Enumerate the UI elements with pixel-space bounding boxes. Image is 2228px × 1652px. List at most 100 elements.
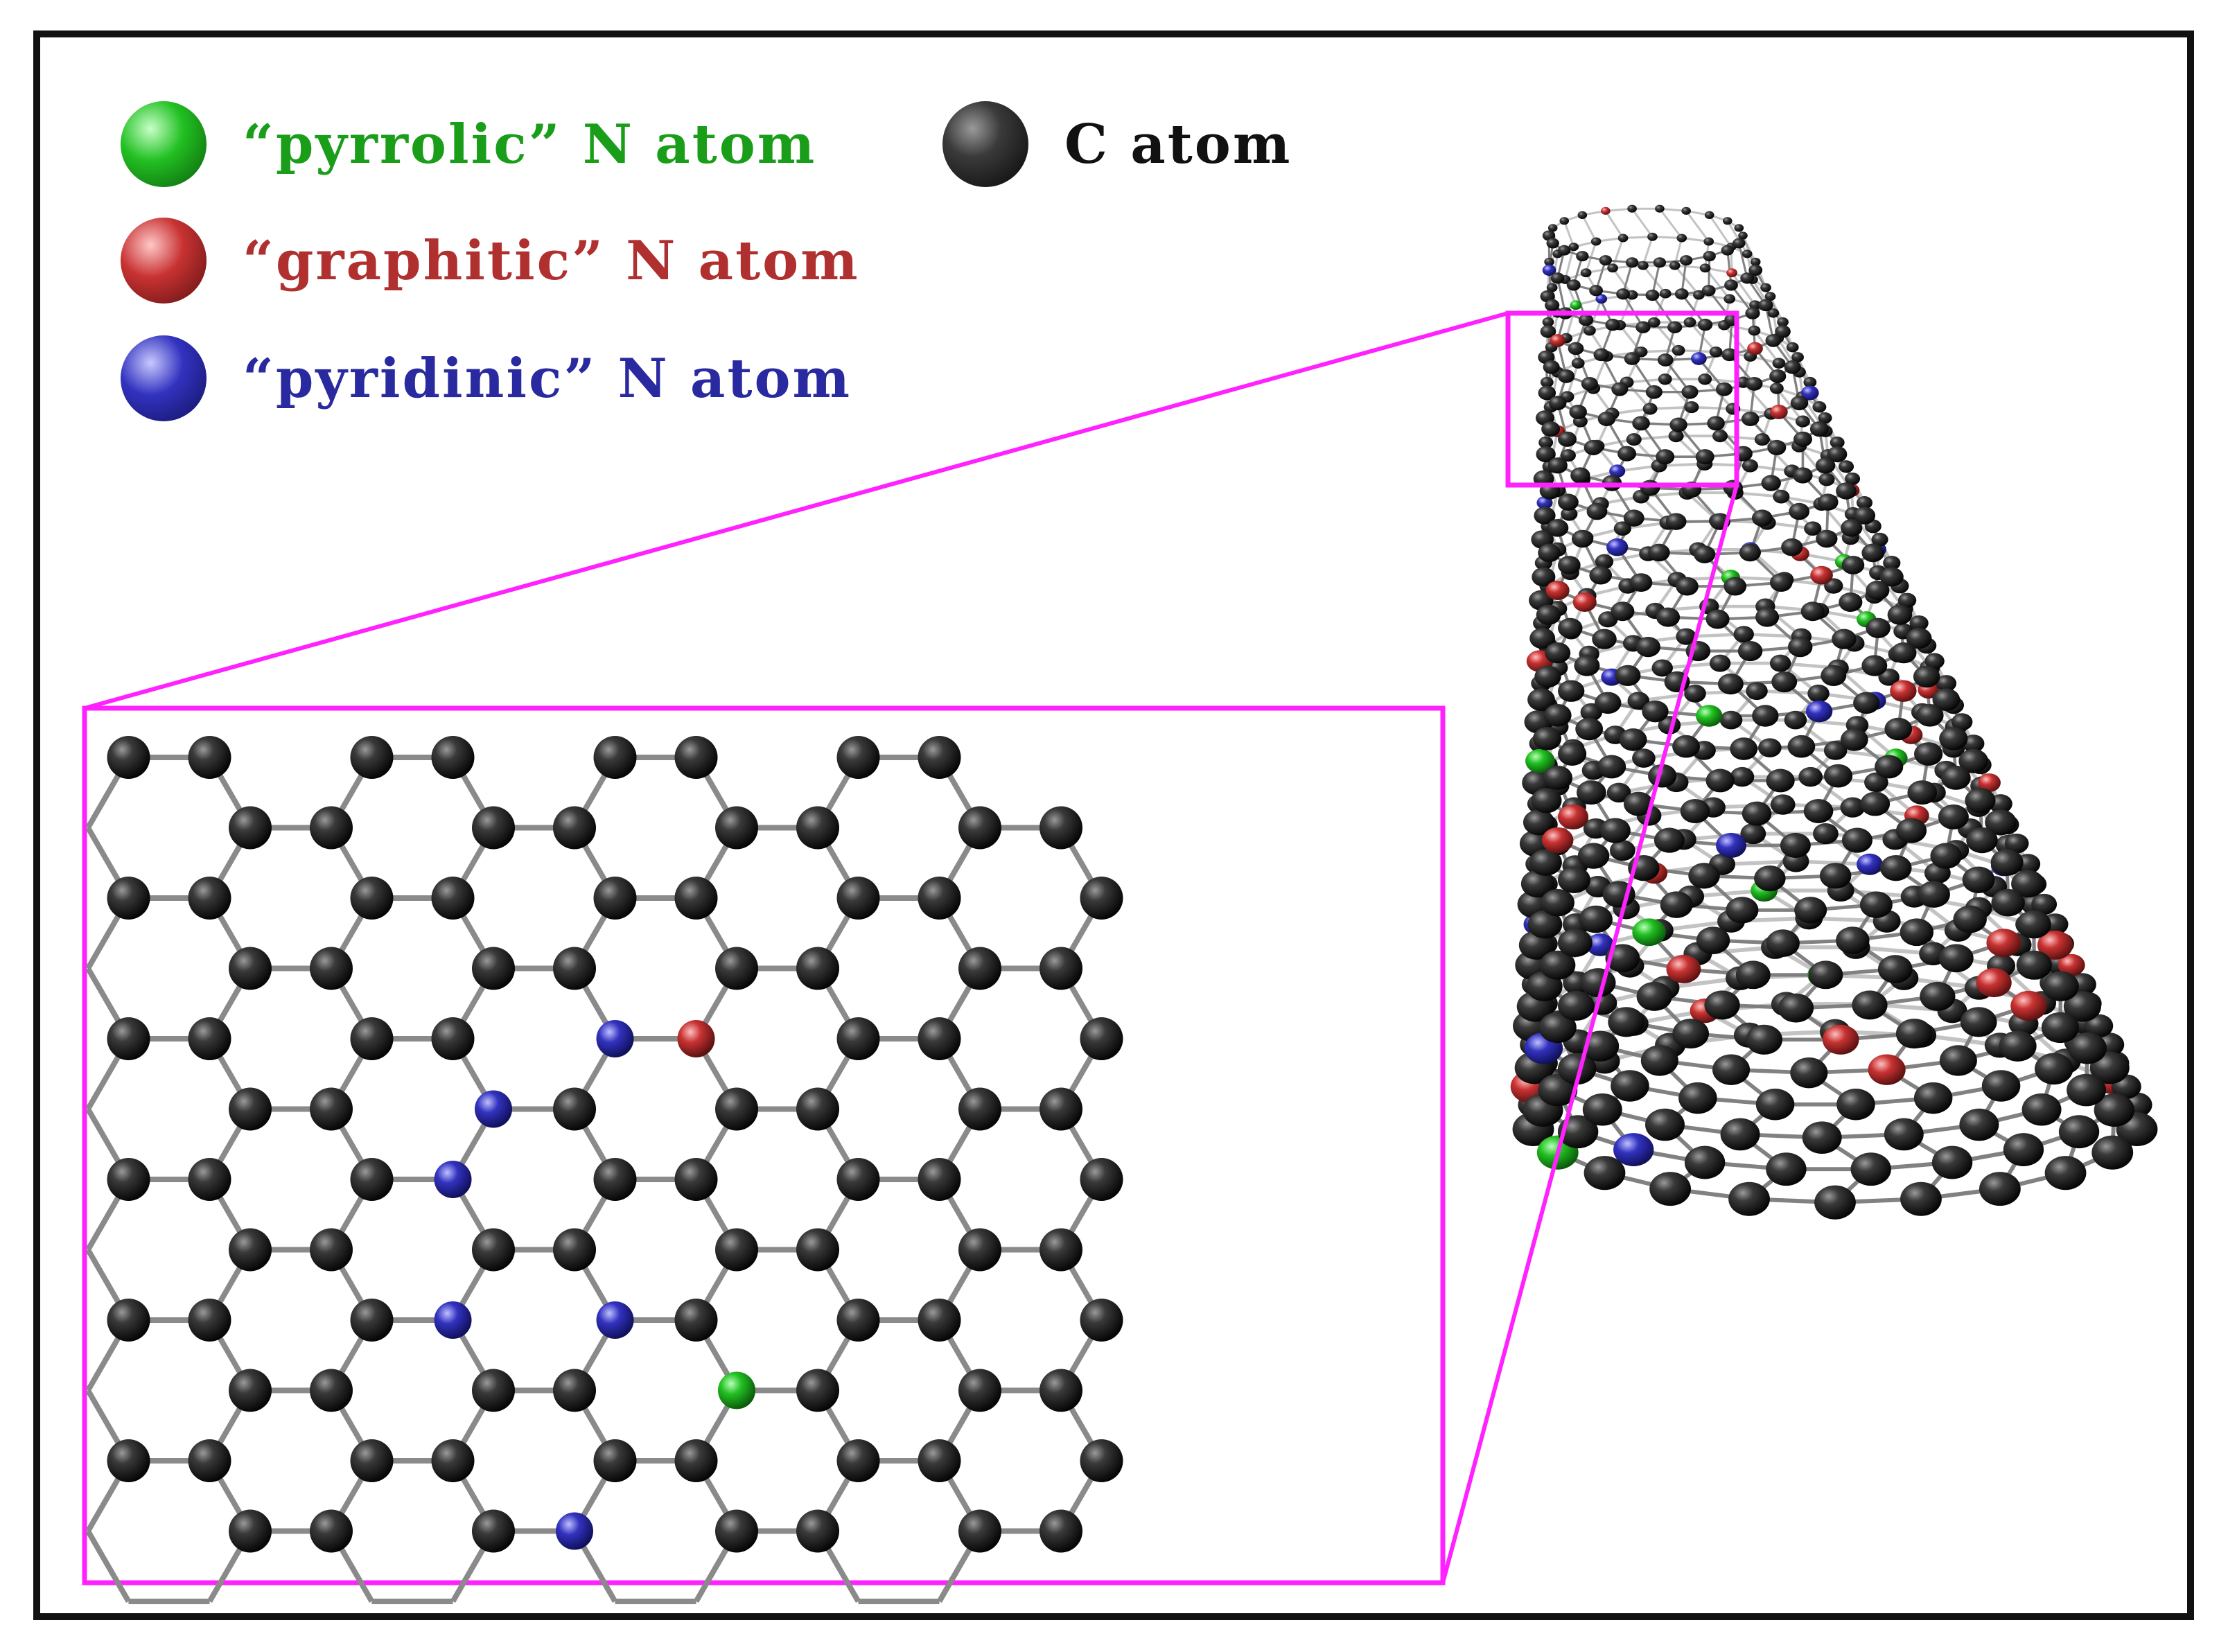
carbon-atom-icon bbox=[1559, 217, 1570, 225]
carbon-atom-icon bbox=[1712, 1054, 1751, 1085]
carbon-atom-icon bbox=[553, 1369, 596, 1412]
pyrrolic-n-atom-icon bbox=[1696, 705, 1723, 727]
carbon-atom-icon bbox=[310, 947, 353, 990]
carbon-atom-icon bbox=[1816, 529, 1838, 548]
carbon-atom-icon bbox=[1880, 854, 1912, 881]
carbon-atom-icon bbox=[1941, 765, 1971, 790]
carbon-atom-icon bbox=[1891, 642, 1917, 664]
zoom-connector-lines bbox=[84, 310, 1739, 1583]
carbon-atom-icon bbox=[1659, 288, 1672, 299]
carbon-atom-icon bbox=[1623, 509, 1644, 527]
carbon-atom-icon bbox=[1742, 459, 1758, 473]
carbon-atom-icon bbox=[1871, 532, 1888, 547]
carbon-atom-icon bbox=[1684, 1145, 1726, 1179]
carbon-atom-icon bbox=[2021, 1093, 2062, 1126]
graphene-lattice bbox=[82, 705, 1446, 1604]
carbon-atom-icon bbox=[1642, 403, 1658, 415]
carbon-atom-icon bbox=[593, 877, 637, 920]
carbon-atom-icon bbox=[1654, 827, 1685, 853]
carbon-atom-icon bbox=[958, 1369, 1001, 1412]
carbon-atom-icon bbox=[1815, 457, 1836, 474]
pyrrolic-n-atom-icon bbox=[718, 1371, 755, 1409]
bond bbox=[1604, 210, 1624, 239]
carbon-atom-icon bbox=[1547, 519, 1569, 537]
legend-label-pyrrolic: “pyrrolic” N atom bbox=[243, 112, 817, 176]
carbon-atom-icon bbox=[1951, 713, 1973, 731]
carbon-atom-icon bbox=[1960, 1007, 1997, 1037]
carbon-atom-icon bbox=[1930, 843, 1962, 869]
carbon-atom-icon bbox=[1543, 360, 1560, 374]
carbon-atom-icon bbox=[1704, 990, 1740, 1020]
carbon-atom-icon bbox=[836, 1017, 880, 1060]
carbon-atom-icon bbox=[1645, 289, 1660, 301]
carbon-atom-icon bbox=[1571, 529, 1594, 548]
carbon-atom-icon bbox=[1577, 211, 1588, 219]
carbon-atom-icon bbox=[1823, 741, 1848, 760]
carbon-atom-icon bbox=[188, 1017, 231, 1060]
carbon-atom-icon bbox=[674, 736, 718, 779]
bond bbox=[1631, 208, 1654, 238]
pyridinic-n-atom-icon bbox=[1606, 538, 1629, 556]
carbon-atom-icon bbox=[1694, 545, 1716, 563]
carbon-atom-icon bbox=[1645, 1108, 1685, 1141]
carbon-atom-icon bbox=[1780, 832, 1811, 859]
carbon-atom-icon bbox=[1544, 257, 1554, 266]
carbon-atom-icon bbox=[1647, 232, 1658, 241]
bond bbox=[1681, 260, 1687, 295]
carbon-atom-icon bbox=[1913, 1082, 1953, 1114]
graphitic-n-atom-icon bbox=[1550, 334, 1566, 347]
carbon-atom-icon bbox=[1794, 897, 1827, 924]
carbon-atom-icon bbox=[1999, 1030, 2037, 1062]
carbon-atom-icon bbox=[1623, 791, 1654, 816]
carbon-atom-icon bbox=[1040, 806, 1082, 850]
graphitic-n-atom-icon bbox=[1666, 955, 1701, 984]
carbon-atom-icon bbox=[472, 947, 515, 990]
pyridinic-n-atom-icon bbox=[1609, 464, 1626, 478]
carbon-atom-icon bbox=[2091, 1135, 2134, 1170]
carbon-atom-icon bbox=[1080, 1439, 1123, 1482]
carbon-atom-icon bbox=[1803, 799, 1834, 824]
graphitic-n-atom-icon bbox=[1747, 342, 1763, 355]
carbon-atom-icon bbox=[1651, 659, 1673, 677]
carbon-atom-icon bbox=[1616, 288, 1630, 300]
carbon-atom-icon bbox=[1861, 543, 1885, 563]
bond bbox=[1622, 293, 1644, 328]
carbon-atom-icon bbox=[1765, 334, 1782, 347]
carbon-atom-icon bbox=[1577, 843, 1610, 869]
carbon-atom-icon bbox=[1571, 358, 1585, 369]
graphitic-n-atom-icon bbox=[677, 1020, 715, 1057]
carbon-atom-icon bbox=[2003, 1133, 2044, 1166]
carbon-atom-icon bbox=[1726, 897, 1759, 924]
carbon-atom-icon bbox=[1676, 577, 1699, 596]
carbon-atom-icon bbox=[1611, 601, 1635, 622]
carbon-atom-icon bbox=[1754, 865, 1786, 892]
carbon-atom-icon bbox=[1818, 412, 1832, 424]
carbon-atom-icon bbox=[1817, 493, 1839, 511]
carbon-atom-icon bbox=[1738, 231, 1748, 240]
carbon-atom-icon bbox=[1040, 1509, 1082, 1553]
carbon-atom-icon bbox=[1985, 809, 2017, 836]
carbon-atom-icon bbox=[796, 1509, 839, 1553]
bond bbox=[1674, 265, 1700, 296]
bond bbox=[1658, 208, 1683, 239]
carbon-atom-icon bbox=[472, 1228, 515, 1272]
carbon-atom-icon bbox=[1557, 1053, 1597, 1085]
legend-item-pyridinic: “pyridinic” N atom bbox=[121, 335, 852, 421]
graphitic-n-atom-icon bbox=[1822, 1024, 1859, 1055]
carbon-atom-icon bbox=[674, 1439, 718, 1482]
carbon-atom-icon bbox=[1778, 993, 1814, 1023]
carbon-atom-icon bbox=[715, 1087, 758, 1131]
pyrrolic-n-atom-icon bbox=[1632, 918, 1666, 947]
carbon-atom-icon bbox=[1841, 827, 1873, 853]
carbon-atom-icon bbox=[1769, 369, 1787, 383]
carbon-atom-icon bbox=[1523, 809, 1555, 836]
zoom-line-bottom bbox=[1441, 484, 1739, 1583]
graphitic-n-atom-icon bbox=[1868, 1054, 1906, 1085]
carbon-atom-icon bbox=[1701, 285, 1716, 297]
carbon-atom-icon bbox=[1839, 592, 1863, 613]
carbon-atom-icon bbox=[1632, 748, 1656, 768]
carbon-atom-icon bbox=[1709, 346, 1723, 358]
carbon-atom-icon bbox=[1766, 768, 1795, 793]
carbon-atom-icon bbox=[1798, 766, 1823, 787]
carbon-atom-icon bbox=[1740, 823, 1766, 845]
